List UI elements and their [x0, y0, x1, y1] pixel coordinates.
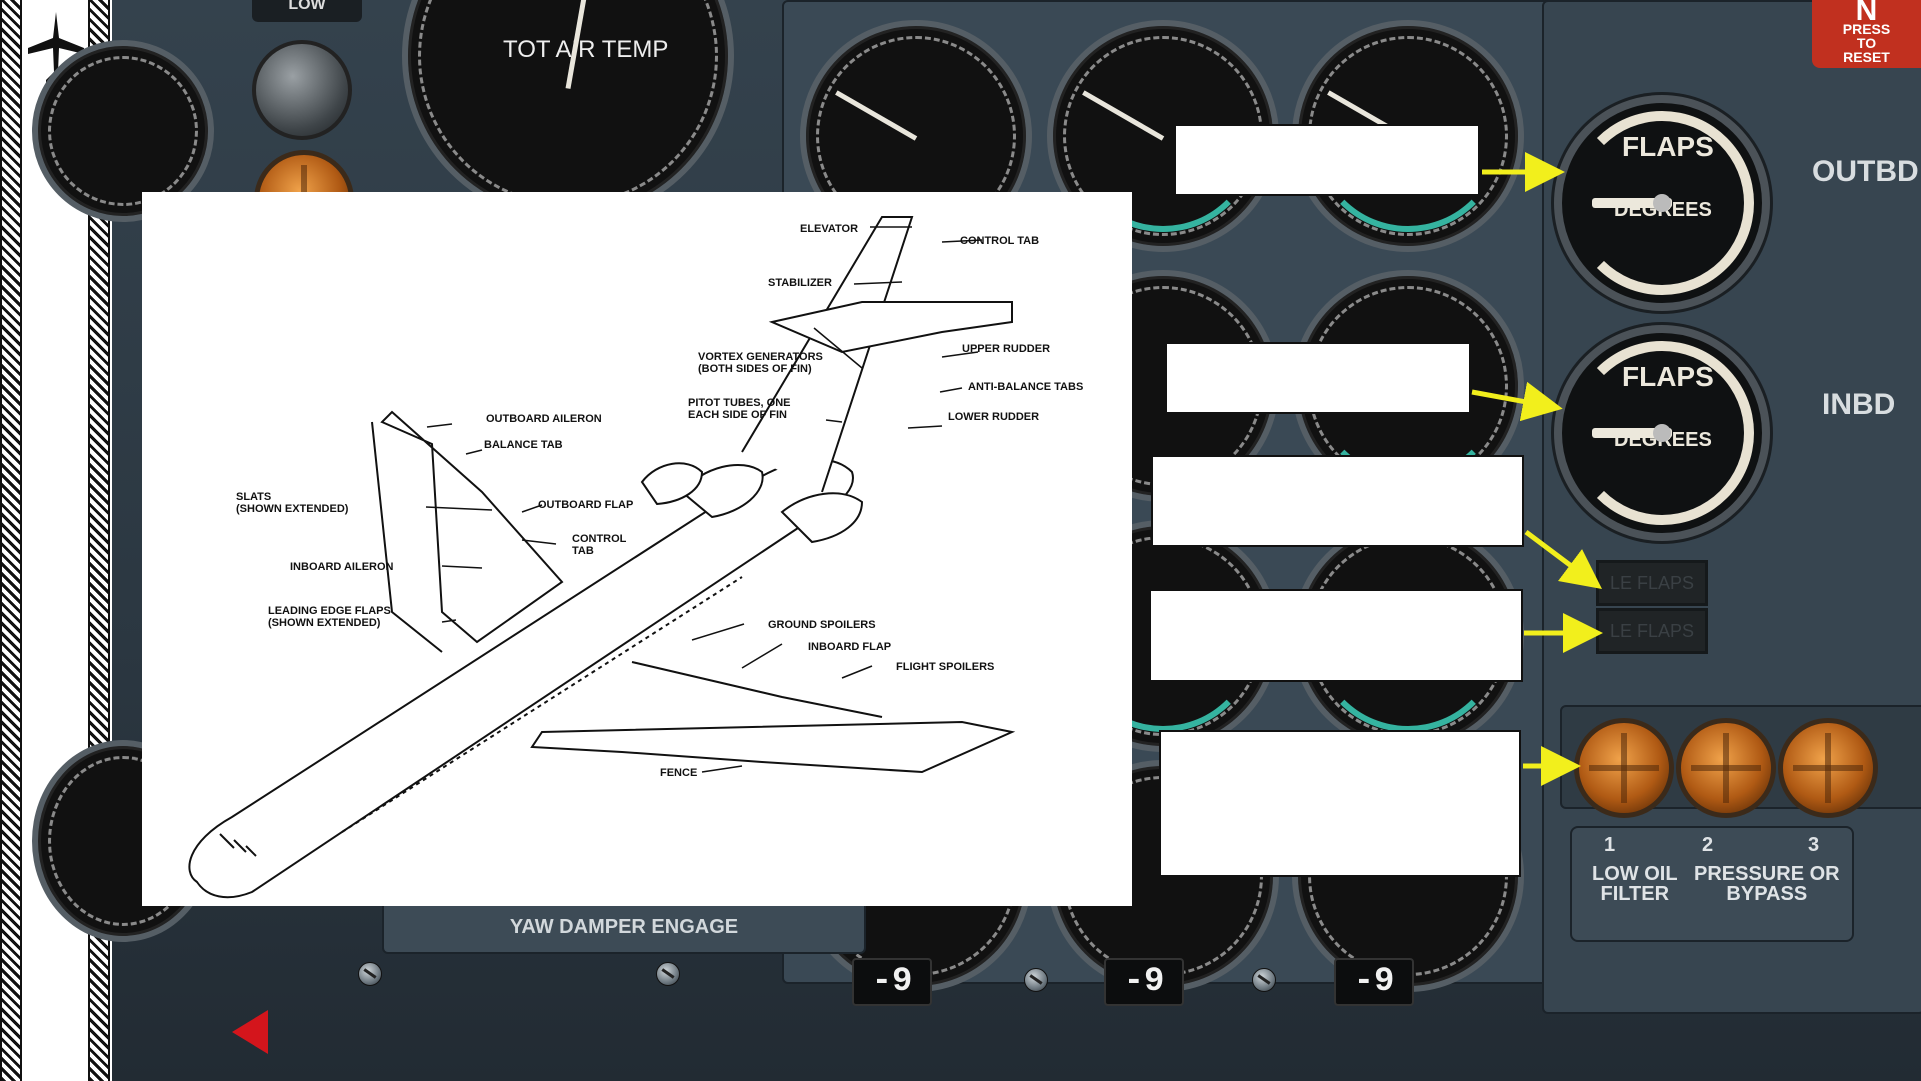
screw — [656, 962, 680, 986]
label-anti-balance-tabs: ANTI-BALANCE TABS — [968, 381, 1083, 393]
inbd-label: INBD — [1822, 388, 1896, 421]
label-balance-tab: BALANCE TAB — [484, 439, 563, 451]
le-flaps-annunciator-1: LE FLAPS — [1596, 560, 1708, 606]
reset-to: TO — [1856, 35, 1877, 51]
screw — [358, 962, 382, 986]
label-lower-rudder: LOWER RUDDER — [948, 411, 1039, 423]
screw — [1024, 968, 1048, 992]
label-vortex-generators: VORTEX GENERATORS — [698, 351, 823, 363]
odometer-3: -9 — [1334, 958, 1414, 1006]
label-outboard-flap: OUTBOARD FLAP — [538, 499, 633, 511]
reset-press: PRESS — [1842, 21, 1891, 37]
label-control-tab-wing-sub: TAB — [572, 545, 594, 557]
low-oil-filter-text: LOW OIL FILTER — [1592, 863, 1678, 905]
tat-gauge-label: TOT AIR TEMP — [503, 36, 669, 63]
label-pitot-tubes-sub: EACH SIDE OF FIN — [688, 409, 787, 421]
oil-pressure-plate: 1 2 3 LOW OIL FILTER PRESSURE OR BYPASS — [1570, 826, 1854, 942]
engine-number-1: 1 — [1604, 834, 1616, 856]
label-elevator: ELEVATOR — [800, 223, 858, 235]
reset-reset: RESET — [1843, 49, 1890, 65]
label-slats: SLATS — [236, 491, 271, 503]
callout-inbd-flaps[interactable] — [1165, 342, 1471, 414]
label-ground-spoilers: GROUND SPOILERS — [768, 619, 876, 631]
label-control-tab-tail: CONTROL TAB — [960, 235, 1039, 247]
label-inboard-aileron: INBOARD AILERON — [290, 561, 394, 573]
aircraft-flight-controls-diagram: ELEVATOR CONTROL TAB STABILIZER VORTEX G… — [142, 192, 1132, 906]
label-inboard-flap: INBOARD FLAP — [808, 641, 891, 653]
airplane-drawing: ELEVATOR CONTROL TAB STABILIZER VORTEX G… — [188, 216, 1083, 899]
low-oil-light-2[interactable] — [1676, 718, 1776, 818]
callout-le-flaps-2[interactable] — [1149, 589, 1523, 682]
callout-oil-lights[interactable] — [1159, 730, 1521, 877]
outbd-label: OUTBD — [1812, 155, 1919, 188]
low-oil-light-1[interactable] — [1574, 718, 1674, 818]
outboard-flaps-gauge: FLAPS DEGREES — [1554, 95, 1770, 311]
engine-number-3: 3 — [1808, 834, 1820, 856]
label-outboard-aileron: OUTBOARD AILERON — [486, 413, 602, 425]
label-control-tab-wing: CONTROL — [572, 533, 627, 545]
flaps-title: FLAPS — [1622, 131, 1714, 162]
reset-button[interactable]: N PRESS TO RESET — [1812, 0, 1921, 68]
airplane-icon[interactable] — [26, 8, 86, 88]
flaps-title: FLAPS — [1622, 361, 1714, 392]
hatched-border-left — [0, 0, 22, 1081]
label-upper-rudder: UPPER RUDDER — [962, 343, 1050, 355]
engine-number-2: 2 — [1702, 834, 1714, 856]
label-slats-sub: (SHOWN EXTENDED) — [236, 503, 349, 515]
label-stabilizer: STABILIZER — [768, 277, 832, 289]
screw — [1252, 968, 1276, 992]
inboard-flaps-gauge: FLAPS DEGREES — [1554, 325, 1770, 541]
label-vortex-generators-sub: (BOTH SIDES OF FIN) — [698, 363, 812, 375]
label-leading-edge-flaps-sub: (SHOWN EXTENDED) — [268, 617, 381, 629]
le-flaps-annunciator-2: LE FLAPS — [1596, 608, 1708, 654]
low-label: LOW — [252, 0, 362, 22]
left-edge-gauge-top — [32, 40, 214, 222]
back-arrow-icon[interactable] — [232, 1010, 268, 1054]
callout-le-flaps-1[interactable] — [1151, 455, 1524, 547]
pressure-bypass-text: PRESSURE OR BYPASS — [1694, 863, 1840, 905]
callout-outbd-flaps[interactable] — [1174, 124, 1480, 196]
odometer-1: -9 — [852, 958, 932, 1006]
low-oil-light-3[interactable] — [1778, 718, 1878, 818]
odometer-2: -9 — [1104, 958, 1184, 1006]
reset-n: N — [1855, 0, 1878, 27]
label-fence: FENCE — [660, 767, 697, 779]
yaw-damper-label: YAW DAMPER ENGAGE — [382, 900, 866, 954]
tat-gauge: TOT AIR TEMP — [402, 0, 734, 222]
label-leading-edge-flaps: LEADING EDGE FLAPS — [268, 605, 391, 617]
gray-knob[interactable] — [252, 40, 352, 140]
label-flight-spoilers: FLIGHT SPOILERS — [896, 661, 994, 673]
label-pitot-tubes: PITOT TUBES, ONE — [688, 397, 790, 409]
